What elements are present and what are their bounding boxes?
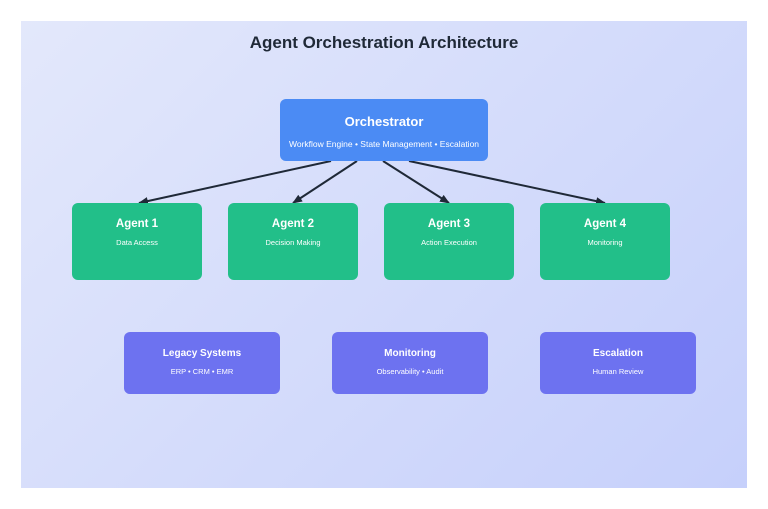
agent-1-title: Agent 1 xyxy=(115,218,159,230)
diagram-canvas: Agent Orchestration Architecture Orchest… xyxy=(21,21,747,488)
orchestrator-title: Orchestrator xyxy=(344,114,424,129)
edge-orchestrator-agent-2 xyxy=(292,160,358,204)
orchestrator-subtitle: Workflow Engine • State Management • Esc… xyxy=(288,139,480,149)
agent-2-node: Agent 2 Decision Making xyxy=(228,203,358,280)
agent-4-title: Agent 4 xyxy=(583,218,627,230)
escalation-subtitle: Human Review xyxy=(592,367,644,376)
agent-1-subtitle: Data Access xyxy=(116,238,158,247)
monitoring-subtitle: Observability • Audit xyxy=(376,367,444,376)
monitoring-node: Monitoring Observability • Audit xyxy=(332,332,488,394)
agent-4-subtitle: Monitoring xyxy=(587,238,623,247)
edge-orchestrator-agent-4 xyxy=(408,160,606,206)
legacy-systems-subtitle: ERP • CRM • EMR xyxy=(170,367,234,376)
monitoring-title: Monitoring xyxy=(384,348,436,359)
edge-orchestrator-agent-3 xyxy=(382,160,450,204)
agent-3-title: Agent 3 xyxy=(427,218,471,230)
diagram-title: Agent Orchestration Architecture xyxy=(249,33,519,52)
orchestrator-node: Orchestrator Workflow Engine • State Man… xyxy=(280,99,488,161)
escalation-node: Escalation Human Review xyxy=(540,332,696,394)
escalation-title: Escalation xyxy=(592,348,644,359)
legacy-systems-title: Legacy Systems xyxy=(162,348,242,359)
agent-2-title: Agent 2 xyxy=(271,218,315,230)
agent-4-node: Agent 4 Monitoring xyxy=(540,203,670,280)
edges-layer xyxy=(138,160,606,206)
legacy-systems-node: Legacy Systems ERP • CRM • EMR xyxy=(124,332,280,394)
agent-1-node: Agent 1 Data Access xyxy=(72,203,202,280)
agent-2-subtitle: Decision Making xyxy=(265,238,321,247)
agent-3-subtitle: Action Execution xyxy=(421,238,477,247)
edge-orchestrator-agent-1 xyxy=(138,160,332,205)
agent-3-node: Agent 3 Action Execution xyxy=(384,203,514,280)
